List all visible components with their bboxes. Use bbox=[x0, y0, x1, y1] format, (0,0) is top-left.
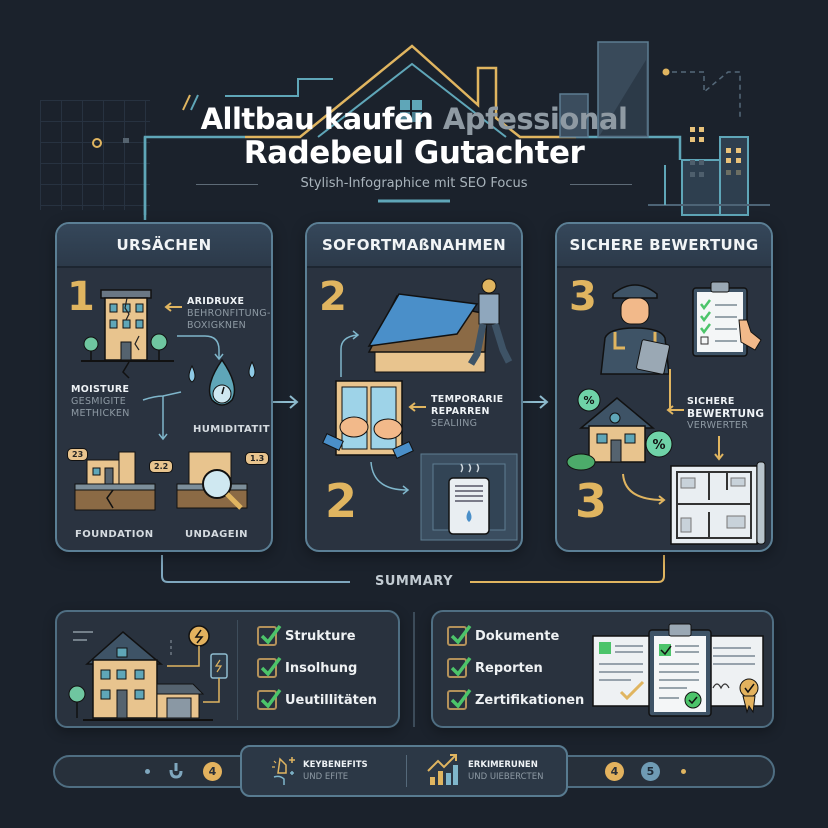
summary-label: SUMMARY bbox=[374, 574, 454, 589]
cause-label-2: MOISTURE GESMIGITE METHICKEN bbox=[71, 384, 130, 419]
results-text: ERKIMERUNEN UND UIEBERCTEN bbox=[468, 760, 544, 782]
page-title-line1: Alltbau kaufen Apfessional bbox=[0, 102, 828, 136]
panel-immediate-measures: SOFORTMAßNAHMEN 2 TEMPORARIE REPARREN SE… bbox=[305, 222, 523, 552]
cause-label-1: ARIDRUXE BEHRONFITUNG- BOXIGKNEN bbox=[187, 296, 271, 331]
checklist-item: Dokumente bbox=[447, 624, 559, 646]
panel-valuation-heading: SICHERE BEWERTUNG bbox=[557, 224, 771, 268]
step-number: 2 bbox=[325, 474, 358, 528]
checklist-clipboard-icon bbox=[692, 281, 762, 357]
step-number: 3 bbox=[575, 474, 608, 528]
measurement-badge: 23 bbox=[67, 448, 89, 461]
house-skyline-illustration bbox=[92, 41, 770, 220]
checklist-item: Insolhung bbox=[257, 656, 357, 678]
panel-measures-heading: SOFORTMAßNAHMEN bbox=[307, 224, 521, 268]
measure-label: TEMPORARIE REPARREN SEALIING bbox=[431, 394, 504, 429]
panel-causes-heading: URSÄCHEN bbox=[57, 224, 271, 268]
title-main: Alltbau kaufen bbox=[200, 102, 434, 136]
panel-connectors bbox=[161, 395, 665, 583]
refresh-arrow-icon bbox=[169, 763, 183, 779]
cracked-building-icon bbox=[81, 289, 174, 379]
inspector-person-icon bbox=[600, 284, 670, 375]
curved-arrow-icon bbox=[177, 335, 224, 361]
house-utilities-icon bbox=[68, 625, 228, 721]
dot-indicator bbox=[681, 769, 686, 774]
branch-arrow-icon bbox=[142, 391, 182, 441]
panel-safe-valuation: SICHERE BEWERTUNG 3 % % bbox=[555, 222, 773, 552]
checkbox-checked-icon bbox=[447, 624, 472, 646]
arrow-left-icon bbox=[164, 302, 182, 312]
footer-highlight-panel bbox=[240, 745, 568, 797]
arrow-down-icon bbox=[714, 436, 724, 461]
caption-inspection: UNDAGEIN bbox=[185, 529, 248, 540]
curved-arrow-icon bbox=[340, 330, 360, 377]
subtitle-divider-left bbox=[196, 184, 258, 185]
sparkle-benefit-icon bbox=[272, 757, 295, 785]
arrow-left-icon bbox=[408, 402, 426, 412]
step-coin: 5 bbox=[641, 762, 660, 781]
checkbox-checked-icon bbox=[257, 688, 282, 710]
curved-arrow-icon bbox=[622, 473, 666, 505]
floor-plan-icon bbox=[670, 461, 766, 545]
svg-text:%: % bbox=[583, 394, 594, 407]
step-number: 2 bbox=[319, 274, 347, 320]
box-divider bbox=[237, 620, 238, 720]
checklist-item: Reporten bbox=[447, 656, 543, 678]
svg-text:%: % bbox=[652, 438, 665, 453]
checkbox-checked-icon bbox=[257, 656, 282, 678]
growth-chart-icon bbox=[427, 754, 458, 785]
panel-causes: URSÄCHEN 1 ARIDRUXE BEHRONFITUNG- BOXIGK… bbox=[55, 222, 273, 552]
step-number: 3 bbox=[569, 274, 597, 320]
inspection-magnifier-icon bbox=[176, 451, 248, 510]
caption-foundation: FOUNDATION bbox=[75, 529, 154, 540]
arrow-left-icon bbox=[666, 405, 684, 415]
valuation-label: SICHERE BEWERTUNG VERWERTER bbox=[687, 396, 765, 431]
checklist-item: Zertifikationen bbox=[447, 688, 584, 710]
caption-humidity: HUMIDITATIT bbox=[193, 424, 270, 435]
roof-tarp-worker-icon bbox=[367, 278, 513, 373]
key-benefits-text: KEYBENEFITS UND EFITE bbox=[303, 760, 368, 782]
foundation-crack-icon bbox=[74, 451, 156, 511]
step-coin: 4 bbox=[203, 762, 222, 781]
checkbox-checked-icon bbox=[257, 624, 282, 646]
step-number: 1 bbox=[67, 274, 95, 320]
checklist-item: Ueutillitäten bbox=[257, 688, 377, 710]
measurement-badge: 2.2 bbox=[149, 460, 174, 473]
title-accent: Apfessional bbox=[442, 102, 628, 136]
documents-certificate-icon bbox=[592, 623, 764, 717]
dot-indicator bbox=[145, 769, 150, 774]
window-sealing-icon bbox=[322, 380, 414, 459]
background-grid bbox=[40, 100, 150, 210]
connector-line bbox=[669, 369, 671, 409]
checklist-item: Strukture bbox=[257, 624, 356, 646]
curved-arrow-icon bbox=[370, 461, 410, 495]
footer-divider bbox=[406, 755, 407, 787]
checkbox-checked-icon bbox=[447, 688, 472, 710]
step-coin: 4 bbox=[605, 762, 624, 781]
summary-divider bbox=[413, 612, 415, 727]
summary-box-documents: Dokumente Reporten Zertifikationen bbox=[431, 610, 774, 728]
humidity-gauge-icon bbox=[188, 358, 256, 406]
page-subtitle: Stylish-Infographice mit SEO Focus bbox=[300, 176, 528, 191]
dehumidifier-room-icon bbox=[420, 453, 518, 541]
subtitle-divider-right bbox=[570, 184, 632, 185]
checkbox-checked-icon bbox=[447, 656, 472, 678]
page-title-line2: Radebeul Gutachter bbox=[243, 135, 585, 171]
measurement-badge: 1.3 bbox=[245, 452, 270, 465]
house-valuation-icon: % % bbox=[566, 388, 673, 471]
summary-box-property: Strukture Insolhung Ueutillitäten bbox=[55, 610, 400, 728]
